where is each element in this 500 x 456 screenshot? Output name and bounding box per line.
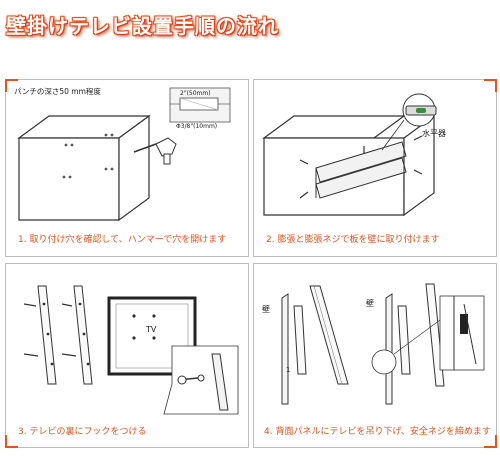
step-2-illustration: 水平器 bbox=[262, 93, 446, 217]
step-3-caption: 3. テレビの裏にフックをつける bbox=[18, 427, 147, 437]
step-4-num-1-label: 1 bbox=[286, 366, 290, 374]
corner-marker-icon bbox=[5, 435, 18, 448]
step-1-dim-bottom-label: Φ3/8"(10mm) bbox=[176, 123, 217, 130]
step-3-tv-label: TV bbox=[145, 325, 157, 334]
step-4-panel: 壁 1 壁 4. 背面パネルにテレビを吊り下げ、安全ネジを締めます bbox=[253, 263, 497, 448]
step-2-caption: 2. 膨張と膨張ネジで板を壁に取り付けます bbox=[266, 235, 440, 245]
step-4-caption: 4. 背面パネルにテレビを吊り下げ、安全ネジを締めます bbox=[264, 427, 491, 437]
corner-marker-icon bbox=[484, 79, 497, 92]
step-4-wall-left-label: 壁 bbox=[262, 304, 270, 314]
corner-marker-icon bbox=[5, 79, 18, 92]
step-3-panel: TV 3. テレビの裏にフックをつける bbox=[5, 263, 249, 448]
step-2-panel: 水平器 2. 膨張と膨張ネジで板を壁に取り付けます bbox=[253, 79, 497, 257]
step-4-wall-right-label: 壁 bbox=[366, 298, 374, 308]
page-title: 壁掛けテレビ設置手順の流れ bbox=[6, 8, 306, 40]
step-3-illustration: TV bbox=[23, 285, 239, 415]
step-1-caption: 1. 取り付け穴を確認して、ハンマーで穴を開けます bbox=[18, 235, 227, 245]
step-1-dim-top-label: 2"(50mm) bbox=[180, 90, 211, 97]
step-4-illustration: 壁 1 壁 bbox=[262, 283, 485, 405]
step-1-depth-label: パンチの深さ50 mm程度 bbox=[14, 86, 101, 96]
corner-marker-icon bbox=[484, 435, 497, 448]
step-2-level-label: 水平器 bbox=[422, 128, 446, 138]
step-1-panel: パンチの深さ50 mm程度 2"(50mm) Φ3/8"(10mm) 1. 取り… bbox=[5, 79, 249, 257]
title-text: 壁掛けテレビ設置手順の流れ bbox=[6, 13, 279, 38]
step-1-illustration: パンチの深さ50 mm程度 2"(50mm) Φ3/8"(10mm) bbox=[14, 86, 231, 222]
